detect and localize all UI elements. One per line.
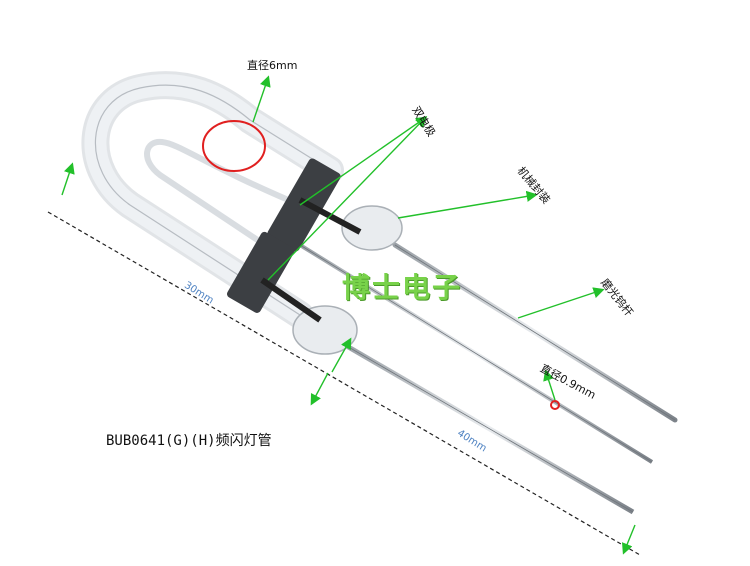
watermark: 博士电子 <box>342 271 463 304</box>
product-title: BUB0641(G)(H)频闪灯管 <box>106 433 272 449</box>
tungsten-rods <box>298 242 678 515</box>
callout-arrows <box>61 75 636 555</box>
tube-diameter-label: 直径6mm <box>247 59 298 72</box>
diameter-circle-marker <box>202 120 266 172</box>
rod-diameter-marker <box>550 400 560 410</box>
mechanical-seals <box>227 158 403 355</box>
dimension-line <box>47 211 641 556</box>
glass-tube <box>81 71 344 329</box>
